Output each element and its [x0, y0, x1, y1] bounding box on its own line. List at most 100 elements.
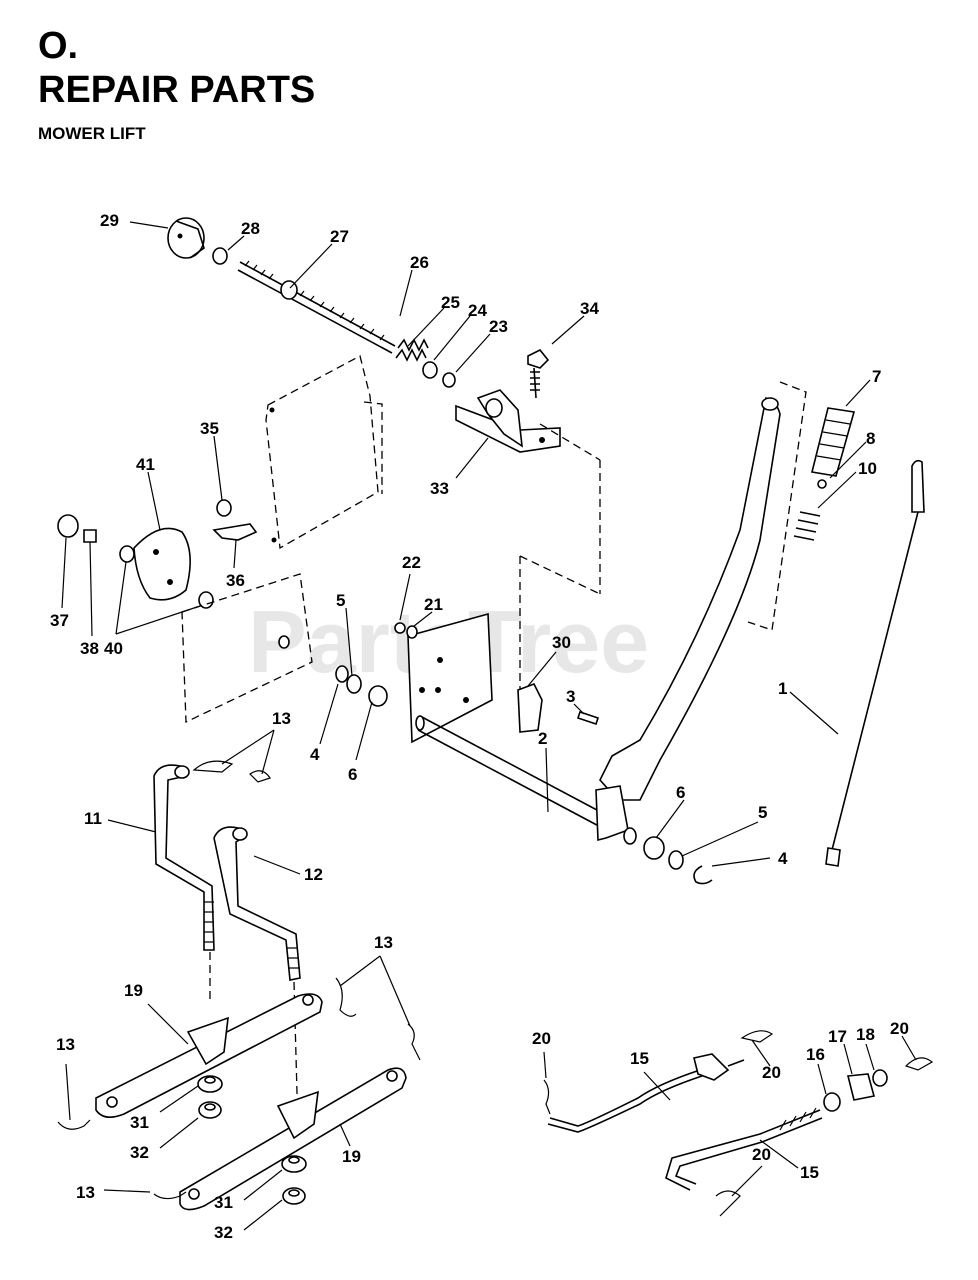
callout-3: 3 [566, 687, 575, 706]
bushing-part-30 [517, 682, 543, 733]
callout-2: 2 [538, 729, 547, 748]
washer-part-28 [212, 247, 228, 265]
washer-part-24 [422, 361, 438, 379]
callout-24: 24 [468, 301, 487, 320]
washer-part-21 [406, 625, 418, 639]
ring-part-4-left [335, 665, 349, 683]
bushing-part-31-upper [197, 1075, 223, 1093]
callout-15-lower: 15 [800, 1163, 819, 1182]
bushing-part-32-lower [282, 1187, 306, 1205]
nut-part-18 [872, 1069, 888, 1087]
callout-41: 41 [136, 455, 155, 474]
washer-part-35 [216, 499, 232, 517]
block-part-17 [846, 1073, 875, 1101]
callout-4-left: 4 [310, 745, 320, 764]
callout-23: 23 [489, 317, 508, 336]
callout-6-left: 6 [348, 765, 357, 784]
bracket-part-33 [455, 389, 561, 453]
callout-4-right: 4 [778, 849, 788, 868]
lift-arm-part-19-lower [179, 1067, 407, 1211]
bushing-part-32-upper [198, 1101, 222, 1119]
page-title: REPAIR PARTS [38, 69, 316, 111]
lift-shaft-part-2 [415, 715, 613, 833]
callout-5-left: 5 [336, 591, 345, 610]
spring-part-10 [793, 511, 821, 541]
callout-40: 40 [104, 639, 123, 658]
rod-part-1 [825, 459, 925, 867]
callout-10: 10 [858, 459, 877, 478]
callout-13-bottom: 13 [76, 1183, 95, 1202]
callout-20-b: 20 [762, 1063, 781, 1082]
callout-21: 21 [424, 595, 443, 614]
bushing-part-6-left [368, 685, 388, 707]
callout-13-top: 13 [272, 709, 291, 728]
cap-part-37 [57, 514, 79, 538]
washer-part-40b [198, 591, 214, 609]
nut-part-16 [823, 1092, 841, 1112]
rod-part-15-lower [665, 1107, 823, 1191]
callout-18: 18 [856, 1025, 875, 1044]
callout-19-upper: 19 [124, 981, 143, 1000]
bushing-part-31-lower [281, 1155, 307, 1173]
callout-13-left: 13 [56, 1035, 75, 1054]
pin-part-20c [715, 1190, 741, 1217]
pin-part-13a [192, 760, 234, 773]
leader-lines [61, 221, 917, 1231]
pin-part-13e [57, 1119, 91, 1130]
mounting-plate [265, 355, 383, 550]
lift-link-part-11 [153, 764, 215, 951]
callout-25: 25 [441, 293, 460, 312]
callout-15-upper: 15 [630, 1049, 649, 1068]
pin-part-13d [407, 1023, 421, 1061]
washer-part-40a [119, 545, 135, 563]
callout-1: 1 [778, 679, 787, 698]
handle-grip-part-7 [811, 407, 856, 477]
page-subtitle: MOWER LIFT [38, 124, 146, 143]
clip-part-22 [394, 622, 406, 634]
callout-6-right: 6 [676, 783, 685, 802]
diagram-drawing [57, 217, 934, 1231]
frame-dashed [181, 423, 601, 724]
pin-part-13c [335, 977, 357, 1017]
callout-30: 30 [552, 633, 571, 652]
pivot-plate [407, 612, 493, 744]
lift-link-part-12 [213, 826, 301, 981]
callout-28: 28 [241, 219, 260, 238]
callout-12: 12 [304, 865, 323, 884]
callout-11: 11 [84, 809, 102, 828]
bolt-part-34 [527, 348, 550, 399]
bushing-part-6-right [643, 836, 665, 860]
adjustment-rod-part-27 [237, 260, 396, 354]
callout-26: 26 [410, 253, 429, 272]
section-letter: O. [38, 25, 79, 67]
callout-27: 27 [330, 227, 349, 246]
ring-part-4-right [693, 865, 713, 885]
page-header: O. REPAIR PARTS MOWER LIFT [38, 26, 315, 144]
callout-7: 7 [872, 367, 881, 386]
washer-part-5-left [346, 674, 362, 694]
callout-36: 36 [226, 571, 245, 590]
spring-part-25 [395, 338, 429, 362]
knob-part-29 [167, 217, 205, 259]
callout-13-right: 13 [374, 933, 393, 952]
callout-32-lower: 32 [214, 1223, 233, 1242]
lift-arm-part-19-upper [95, 993, 323, 1118]
screw-part-38 [83, 529, 97, 543]
callout-19-lower: 19 [342, 1147, 361, 1166]
lift-handle [595, 381, 807, 842]
callout-32-upper: 32 [130, 1143, 149, 1162]
lever-plate-part-41 [133, 527, 191, 601]
callout-33: 33 [430, 479, 449, 498]
callout-29: 29 [100, 211, 119, 230]
washer-part-23 [442, 372, 456, 388]
callout-38: 38 [80, 639, 99, 658]
rod-part-15-upper [547, 1053, 745, 1133]
callout-8: 8 [866, 429, 875, 448]
washer-part-5-right [668, 850, 684, 870]
pin-part-13b [249, 770, 271, 783]
callout-37: 37 [50, 611, 69, 630]
ring-part-8 [817, 479, 827, 489]
clip-part-36 [212, 523, 258, 541]
callout-31-lower: 31 [214, 1193, 233, 1212]
pin-part-20a [543, 1079, 551, 1115]
